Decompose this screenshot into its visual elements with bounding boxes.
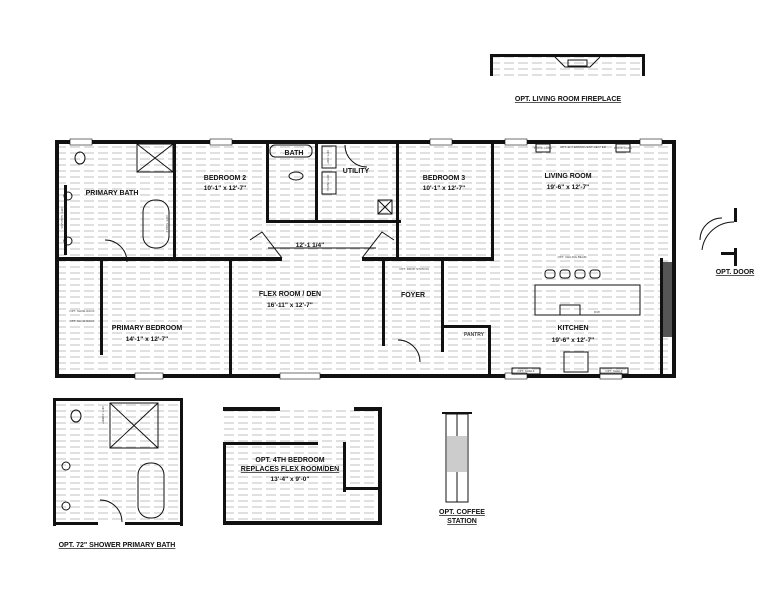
- fireplace-option: OPT. LIVING ROOM FIREPLACE: [490, 54, 645, 103]
- windows: [69, 138, 663, 380]
- living-room-size: 19'-6" x 12'-7": [547, 184, 590, 191]
- bedroom2-size: 10'-1" x 12'-7": [204, 185, 247, 192]
- kitchen-size: 19'-6" x 12'-7": [552, 337, 595, 344]
- fourth-bedroom-title: OPT. 4TH BEDROOM: [255, 457, 324, 464]
- pantry-label: PANTRY: [464, 332, 485, 338]
- fourth-bedroom-subtitle: REPLACES FLEX ROOM/DEN: [241, 466, 339, 473]
- primary-bedroom-size: 14'-1" x 12'-7": [126, 336, 169, 343]
- shower-bath-caption: OPT. 72" SHOWER PRIMARY BATH: [59, 542, 176, 549]
- bedroom2-label: BEDROOM 2: [204, 175, 247, 182]
- primary-bath-label: PRIMARY BATH: [86, 190, 139, 197]
- bath-label: BATH: [285, 150, 304, 157]
- bathtub-icon: [142, 199, 170, 249]
- door-swings: [104, 144, 723, 363]
- sink-icon: [559, 304, 581, 316]
- hall-dimension: 12'-1 1/4": [296, 242, 324, 249]
- coffee-station-option: OPT. COFFEE STATION: [439, 412, 485, 525]
- book-case-note-2: BOOK CASE: [614, 146, 632, 150]
- coffee-station-caption-2: STATION: [447, 518, 477, 525]
- kitchen-island: [534, 284, 641, 316]
- shower-bath-option: OPT. CUBBY OPT. 72" SHOWER PRIMARY BATH: [53, 398, 183, 549]
- fourth-bedroom-option: OPT. 4TH BEDROOM REPLACES FLEX ROOM/DEN …: [223, 407, 382, 525]
- fireplace-icon: [554, 56, 601, 68]
- drop-station-note: OPT. DROP STATION: [399, 267, 429, 271]
- bedroom3-size: 10'-1" x 12'-7": [423, 185, 466, 192]
- shoe-rack-note-2: OPT. SHOE RACK: [69, 319, 94, 323]
- bath-shelves-note: OPT. SHELVES: [60, 207, 64, 228]
- fireplace-caption: OPT. LIVING ROOM FIREPLACE: [515, 96, 622, 103]
- dishwasher-note: D/W: [594, 310, 600, 314]
- bedroom3-label: BEDROOM 3: [423, 175, 466, 182]
- utility-label: UTILITY: [343, 168, 370, 175]
- opt-door-caption: OPT. DOOR: [716, 269, 755, 276]
- bar-stools: [544, 269, 601, 279]
- coffee-station-caption-1: OPT. COFFEE: [439, 509, 485, 516]
- toilet-icon: [74, 151, 86, 165]
- flex-room-label: FLEX ROOM / DEN: [259, 291, 321, 298]
- main-floor-plan: OPT. DRY OPT. WASH D/W OPT. SHELF OPT. S…: [55, 138, 723, 380]
- entertainment-center-note: OPT. ENTERTAINMENT CENTER: [560, 145, 607, 149]
- opt-door-option: OPT. DOOR: [701, 208, 755, 276]
- kitchen-counter: [663, 262, 672, 337]
- opt-cubby-note: OPT. CUBBY: [101, 406, 105, 424]
- primary-bedroom-label: PRIMARY BEDROOM: [112, 325, 183, 332]
- opt-wash-note: OPT. WASH: [326, 175, 330, 191]
- opt-dry-note: OPT. DRY: [326, 150, 330, 164]
- opt-shelf-note-2: OPT. SHELF: [605, 369, 622, 373]
- range-icon: [563, 351, 589, 373]
- opt-shelf-note: OPT. SHELF: [517, 369, 534, 373]
- living-room-label: LIVING ROOM: [544, 173, 591, 180]
- ceiling-beam-note: OPT. CEILING BEAM: [558, 255, 587, 259]
- bath-shelf-note: OPT. SHELF: [165, 215, 169, 232]
- flex-room-size: 16'-11" x 12'-7": [267, 302, 313, 309]
- foyer-label: FOYER: [401, 292, 425, 299]
- kitchen-label: KITCHEN: [557, 325, 588, 332]
- shoe-rack-note: OPT. SHOE RACK: [69, 309, 94, 313]
- fourth-bedroom-size: 13'-4" x 9'-0": [271, 476, 310, 483]
- book-case-note: BOOK CASE: [534, 146, 552, 150]
